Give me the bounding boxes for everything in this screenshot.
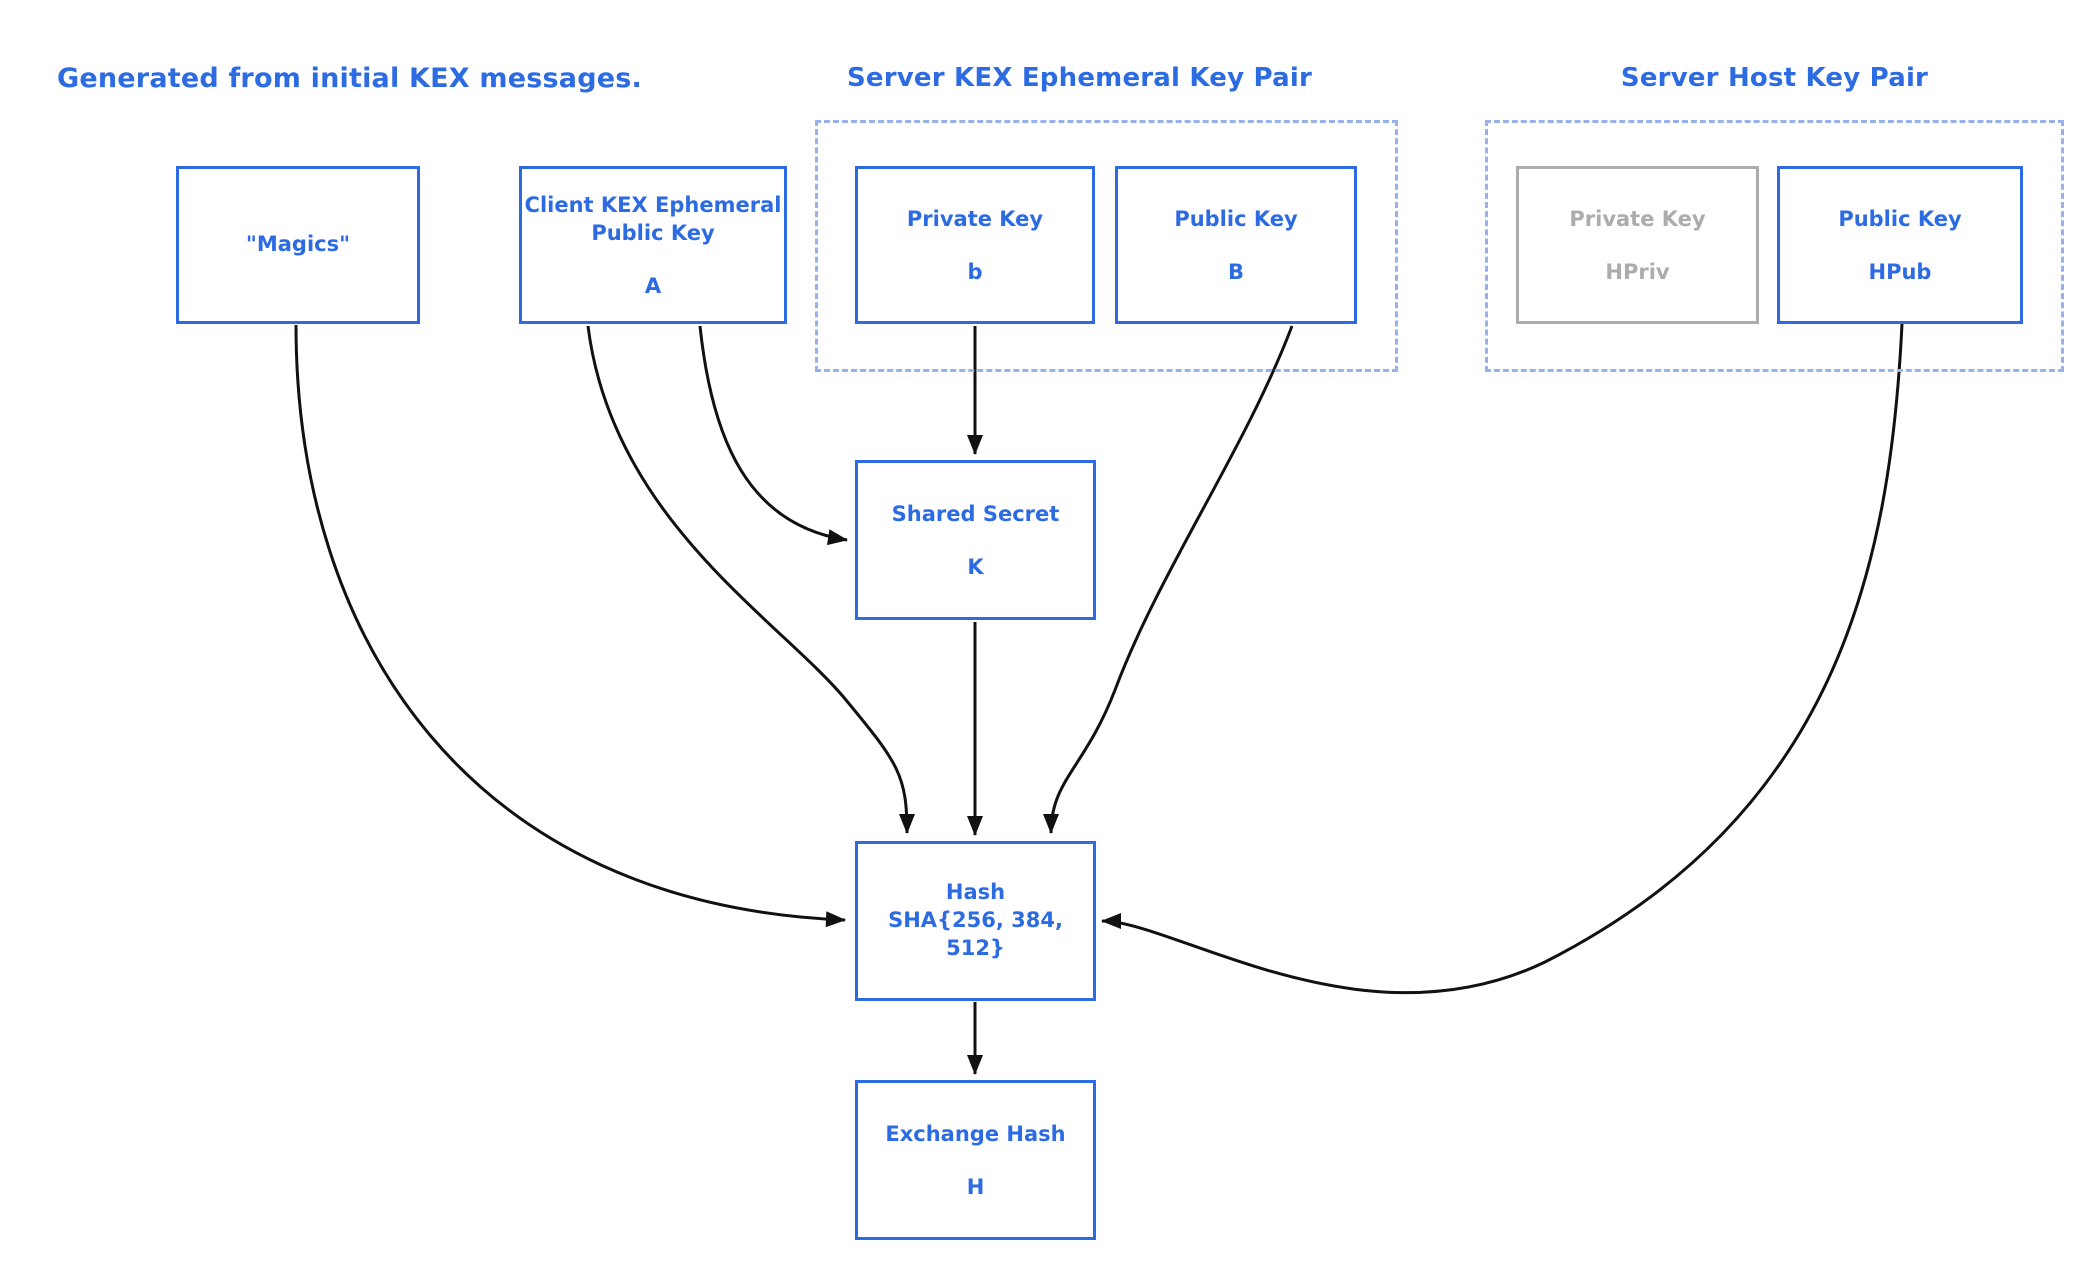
edge-host-pub-to-hash <box>1101 323 1904 995</box>
group-server-host-key-pair: Private Key HPriv Public Key HPub <box>1485 120 2064 372</box>
node-exchange-hash-label: Exchange Hash <box>885 1121 1066 1146</box>
edge-client-kex-to-shared-secret <box>698 325 848 546</box>
node-hash: Hash SHA{256, 384, 512} <box>855 841 1096 1001</box>
group-server-kex-ephemeral-key-pair: Private Key b Public Key B <box>815 120 1398 372</box>
edge-client-kex-to-hash <box>586 325 915 834</box>
node-host-public-key: Public Key HPub <box>1777 166 2023 324</box>
node-server-private-key-label: Private Key <box>906 206 1044 231</box>
node-exchange-hash: Exchange Hash H <box>855 1080 1096 1240</box>
node-exchange-hash-symbol: H <box>966 1175 985 1200</box>
node-shared-secret-symbol: K <box>967 555 984 580</box>
node-host-public-key-symbol: HPub <box>1868 260 1932 285</box>
edge-magics-to-hash <box>294 324 846 928</box>
node-server-public-key-label: Public Key <box>1174 206 1298 231</box>
node-hash-label: Hash SHA{256, 384, 512} <box>888 880 1063 960</box>
node-host-private-key-label: Private Key <box>1569 206 1706 231</box>
node-server-public-key-symbol: B <box>1227 260 1244 285</box>
heading-server-kex-pair: Server KEX Ephemeral Key Pair <box>847 63 1312 93</box>
node-magics-label: "Magics" <box>245 232 351 257</box>
node-shared-secret: Shared Secret K <box>855 460 1096 620</box>
heading-kex-messages: Generated from initial KEX messages. <box>57 63 642 94</box>
node-magics: "Magics" <box>176 166 420 324</box>
node-host-private-key-symbol: HPriv <box>1605 260 1670 285</box>
node-client-kex-label: Client KEX Ephemeral Public Key <box>524 192 782 245</box>
node-server-private-key-symbol: b <box>967 260 983 285</box>
node-client-kex-symbol: A <box>644 274 662 299</box>
node-server-public-key: Public Key B <box>1115 166 1357 324</box>
node-shared-secret-label: Shared Secret <box>891 501 1060 526</box>
heading-server-host-pair: Server Host Key Pair <box>1620 63 1929 93</box>
node-client-kex-public-key: Client KEX Ephemeral Public Key A <box>519 166 787 324</box>
node-host-public-key-label: Public Key <box>1838 206 1962 231</box>
node-server-private-key: Private Key b <box>855 166 1095 324</box>
edge-server-pub-to-hash <box>1043 325 1294 834</box>
node-host-private-key: Private Key HPriv <box>1516 166 1759 324</box>
